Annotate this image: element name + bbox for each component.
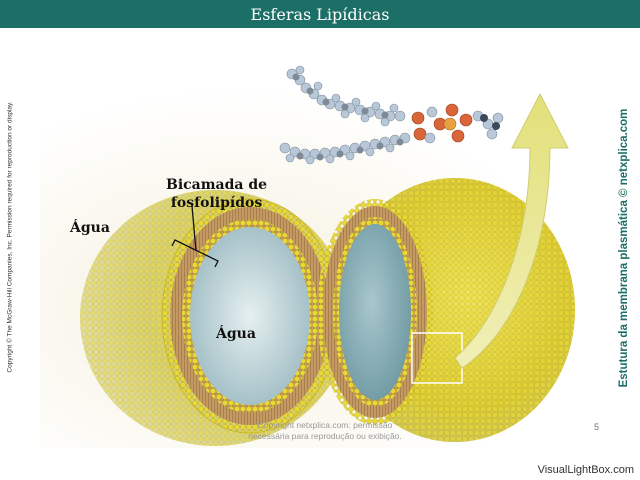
copyright-text: Copyright © The McGraw-Hill Companies, I… <box>6 101 14 373</box>
label-water-outside: Água <box>70 220 110 236</box>
phospholipid-molecule-model <box>279 65 504 165</box>
zoom-arrow <box>454 92 569 369</box>
label-water-inside: Água <box>216 326 256 342</box>
watermark-notice: Copyright netxplica.com: permissão neces… <box>220 420 430 442</box>
page-number: 5 <box>594 422 600 432</box>
bilayer-bracket <box>171 205 219 268</box>
label-bilayer-line2: fosfolipídos <box>170 195 263 211</box>
label-phospholipid-bilayer: Bicamada de fosfolipídos <box>166 176 267 212</box>
left-interior-water <box>190 227 310 405</box>
slide-title-bar: Esferas Lipídicas <box>0 0 640 28</box>
credit-vertical-right: Estutura da membrana plasmática © netxpl… <box>614 98 634 398</box>
watermark-line1: Copyright netxplica.com: permissão <box>257 420 393 430</box>
left-liposome-half <box>80 190 350 446</box>
slide-title: Esferas Lipídicas <box>250 4 390 24</box>
watermark-line2: necessária para reprodução ou exibição. <box>248 431 402 441</box>
right-liposome-half <box>317 178 575 442</box>
credit-text: Estutura da membrana plasmática © netxpl… <box>618 108 630 388</box>
liposome-illustration <box>40 65 600 448</box>
footer-brand-link[interactable]: VisualLightBox.com <box>537 464 634 476</box>
right-interior-water <box>339 224 411 400</box>
copyright-notice-left: Copyright © The McGraw-Hill Companies, I… <box>4 82 16 392</box>
label-bilayer-line1: Bicamada de <box>166 177 268 193</box>
